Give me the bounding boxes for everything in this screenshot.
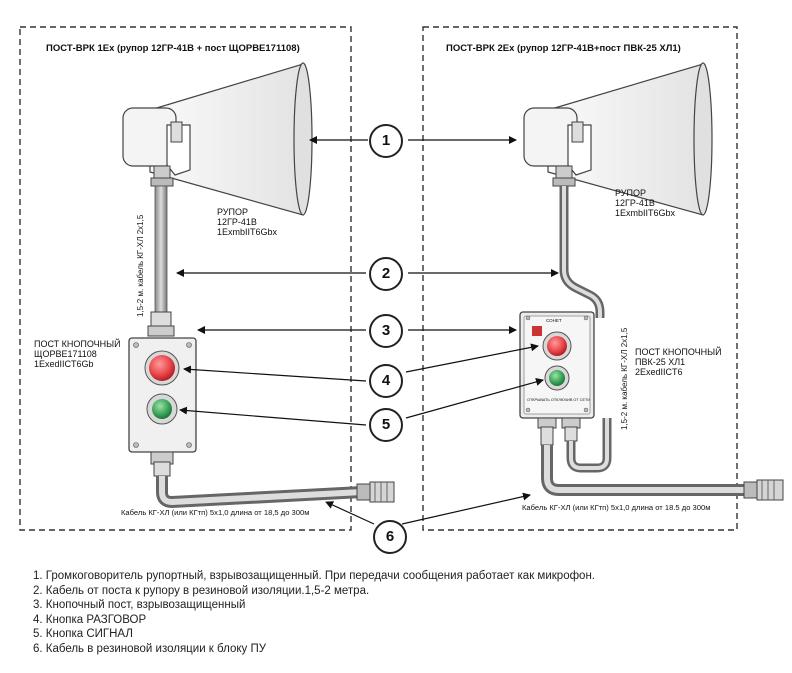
right-post-title: ПОСТ-ВРК 2Ех (рупор 12ГР-41В+пост ПВК-25…	[446, 43, 681, 54]
left-post-title: ПОСТ-ВРК 1Ех (рупор 12ГР-41В + пост ЩОРВ…	[46, 43, 300, 54]
left-cable-vertical-label: 1,5-2 м. кабель КГ-ХЛ 2х1,5	[136, 214, 145, 317]
right-horn-loudspeaker	[523, 62, 713, 216]
right-bottom-cable-label: Кабель КГ-ХЛ (или КГтп) 5х1,0 длина от 1…	[522, 503, 711, 512]
legend-item-4: 4. Кнопка РАЗГОВОР	[33, 613, 147, 626]
legend-item-6: 6. Кабель в резиновой изоляции к блоку П…	[33, 642, 267, 655]
right-button-post-label-3: 2ExedIICT6	[635, 367, 683, 377]
right-button-box	[519, 311, 595, 419]
left-horn-loudspeaker	[122, 62, 313, 216]
right-button-post-label-1: ПОСТ КНОПОЧНЫЙ	[635, 347, 722, 357]
left-horn-label-1: РУПОР	[217, 207, 248, 217]
right-post-frame	[422, 26, 738, 531]
legend: 1. Громкоговоритель рупортный, взрывозащ…	[33, 569, 595, 656]
legend-item-2: 2. Кабель от поста к рупору в резиновой …	[33, 584, 370, 597]
callout-6: 6	[373, 520, 407, 554]
left-post-frame	[19, 26, 352, 531]
left-cable-connector	[356, 481, 395, 503]
callout-5: 5	[369, 408, 403, 442]
right-horn-label-1: РУПОР	[615, 188, 646, 198]
right-cable-vertical-label: 1,5-2 м. кабель КГ-ХЛ 2х1,5	[620, 327, 629, 430]
callout-4: 4	[369, 364, 403, 398]
left-button-post-label-1: ПОСТ КНОПОЧНЫЙ	[34, 339, 121, 349]
left-bottom-cable-label: Кабель КГ-ХЛ (или КГтп) 5х1,0 длина от 1…	[121, 508, 310, 517]
right-horn-label-2: 12ГР-41В	[615, 198, 655, 208]
left-horn-label-2: 12ГР-41В	[217, 217, 257, 227]
left-vertical-cable	[154, 185, 168, 315]
left-button-post-label-3: 1ExedIICT6Gb	[34, 359, 94, 369]
right-horn-label-3: 1ExmbIIT6Gbx	[615, 208, 676, 218]
legend-item-1: 1. Громкоговоритель рупортный, взрывозащ…	[33, 570, 595, 582]
legend-item-5: 5. Кнопка СИГНАЛ	[33, 628, 133, 640]
callout-3: 3	[369, 314, 403, 348]
right-box-text-bottom: ОТКРЫВАТЬ ОТКЛЮЧИВ ОТ СЕТИ	[527, 398, 591, 402]
right-button-post-label-2: ПВК-25 ХЛ1	[635, 357, 686, 367]
right-cable-connector	[743, 479, 784, 501]
left-button-box	[128, 337, 197, 453]
left-button-post-label-2: ЩОРВЕ171108	[34, 349, 97, 359]
callout-2: 2	[369, 257, 403, 291]
left-horn-label-3: 1ExmbIIT6Gbx	[217, 227, 278, 237]
legend-item-3: 3. Кнопочный пост, взрывозащищенный	[33, 599, 246, 611]
right-box-text-top: СОНЕТ	[546, 318, 562, 323]
callout-1: 1	[369, 124, 403, 158]
